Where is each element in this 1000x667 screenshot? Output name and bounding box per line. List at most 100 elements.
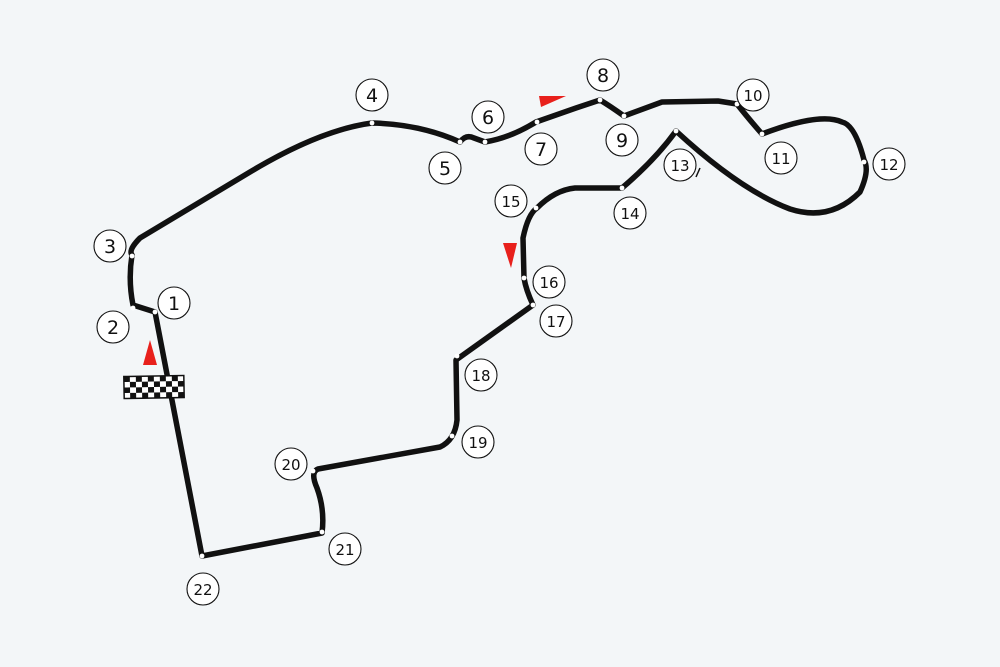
turn-1-label: 1 — [157, 286, 191, 320]
turn-5-marker — [457, 139, 463, 145]
track-outline — [127, 97, 869, 559]
turn-15-circle — [494, 184, 528, 218]
checker-square — [165, 381, 172, 387]
turn-21-number: 21 — [335, 541, 354, 559]
checker-square — [178, 391, 185, 398]
turn-12-label: 12 — [872, 147, 906, 181]
turn-1-number: 1 — [168, 293, 180, 315]
checker-square — [130, 392, 137, 399]
checker-square — [135, 376, 142, 382]
turn-2-marker — [130, 305, 136, 311]
turn-20-marker — [310, 468, 316, 474]
checker-square — [136, 387, 143, 393]
turn-15-marker — [533, 205, 539, 211]
direction-arrow-icon — [503, 243, 517, 268]
turn-2-number: 2 — [107, 317, 119, 339]
turn-7-label: 7 — [524, 132, 558, 166]
checker-square — [166, 392, 173, 398]
turn-4-number: 4 — [366, 85, 378, 107]
turn-16-circle — [532, 265, 566, 299]
checker-square — [159, 375, 166, 382]
turn-1-marker — [152, 309, 158, 315]
turn-5-number: 5 — [439, 158, 451, 180]
turn-21-circle — [328, 532, 362, 566]
turn-7-number: 7 — [535, 139, 547, 161]
turn-4-label: 4 — [355, 78, 389, 112]
turn-8-label: 8 — [586, 58, 620, 92]
turn-3-circle — [93, 229, 127, 263]
checker-square — [177, 380, 184, 387]
turn-13-number: 13 — [670, 157, 689, 175]
checker-square — [153, 381, 160, 387]
turn-4-circle — [355, 78, 389, 112]
checker-square — [148, 387, 155, 393]
turn-7-circle — [524, 132, 558, 166]
turn-9-number: 9 — [616, 130, 628, 152]
turn-10-circle — [736, 78, 770, 112]
direction-arrow-icon — [539, 96, 566, 107]
checker-square — [124, 387, 131, 394]
turn-9-label: 9 — [605, 123, 639, 157]
turn-11-marker — [759, 131, 765, 137]
turn-11-number: 11 — [771, 150, 790, 168]
turn-16-label: 16 — [532, 265, 566, 299]
turn-11-circle — [764, 141, 798, 175]
checker-square — [141, 381, 149, 388]
turn-6-label: 6 — [471, 100, 505, 134]
turn-22-label: 22 — [186, 572, 220, 606]
turn-19-label: 19 — [461, 425, 495, 459]
turn-19-marker — [449, 433, 455, 439]
turn-21-label: 21 — [328, 532, 362, 566]
turn-14-marker — [619, 185, 625, 191]
direction-arrow-icon — [143, 340, 157, 365]
turn-18-number: 18 — [471, 367, 490, 385]
turn-18-circle — [464, 358, 498, 392]
turn-12-circle — [872, 147, 906, 181]
turn-3-marker — [129, 253, 135, 259]
turn-19-number: 19 — [468, 434, 487, 452]
turn-14-number: 14 — [620, 205, 639, 223]
turn-13-marker — [673, 128, 679, 134]
turn-18-label: 18 — [464, 358, 498, 392]
turn-17-number: 17 — [546, 313, 565, 331]
checker-square — [171, 375, 178, 382]
turn-19-circle — [461, 425, 495, 459]
turn-6-number: 6 — [482, 107, 494, 129]
turn-14-label: 14 — [613, 196, 647, 230]
turn-7-marker — [534, 119, 540, 125]
turn-8-circle — [586, 58, 620, 92]
turn-4-marker — [369, 120, 375, 126]
turn-11-label: 11 — [764, 141, 798, 175]
turn-14-circle — [613, 196, 647, 230]
turn-9-circle — [605, 123, 639, 157]
turn-3-label: 3 — [93, 229, 127, 263]
checker-square — [129, 381, 137, 388]
turn-17-circle — [539, 304, 573, 338]
checker-square — [159, 386, 167, 393]
turn-6-marker — [482, 139, 488, 145]
checker-square — [171, 386, 179, 393]
turn-10-label: 10 — [736, 78, 770, 112]
turn-17-marker — [530, 302, 536, 308]
turn-20-circle — [274, 447, 308, 481]
turn-5-circle — [428, 151, 462, 185]
turn-12-marker — [861, 159, 867, 165]
turn-15-number: 15 — [501, 193, 520, 211]
turn-8-number: 8 — [597, 65, 609, 87]
turn-20-label: 20 — [274, 447, 308, 481]
turn-17-label: 17 — [539, 304, 573, 338]
turn-9-marker — [621, 113, 627, 119]
turn-22-number: 22 — [193, 581, 212, 599]
turn-18-marker — [454, 353, 460, 359]
turn-20-number: 20 — [281, 456, 300, 474]
turn-markers — [129, 97, 867, 559]
turn-12-number: 12 — [879, 156, 898, 174]
turn-22-circle — [186, 572, 220, 606]
turn-21-marker — [319, 529, 325, 535]
turn-22-marker — [199, 553, 205, 559]
turn-16-number: 16 — [539, 274, 558, 292]
turn-15-label: 15 — [494, 184, 528, 218]
turn-13-label: 13 — [663, 148, 697, 182]
checker-square — [123, 376, 130, 383]
